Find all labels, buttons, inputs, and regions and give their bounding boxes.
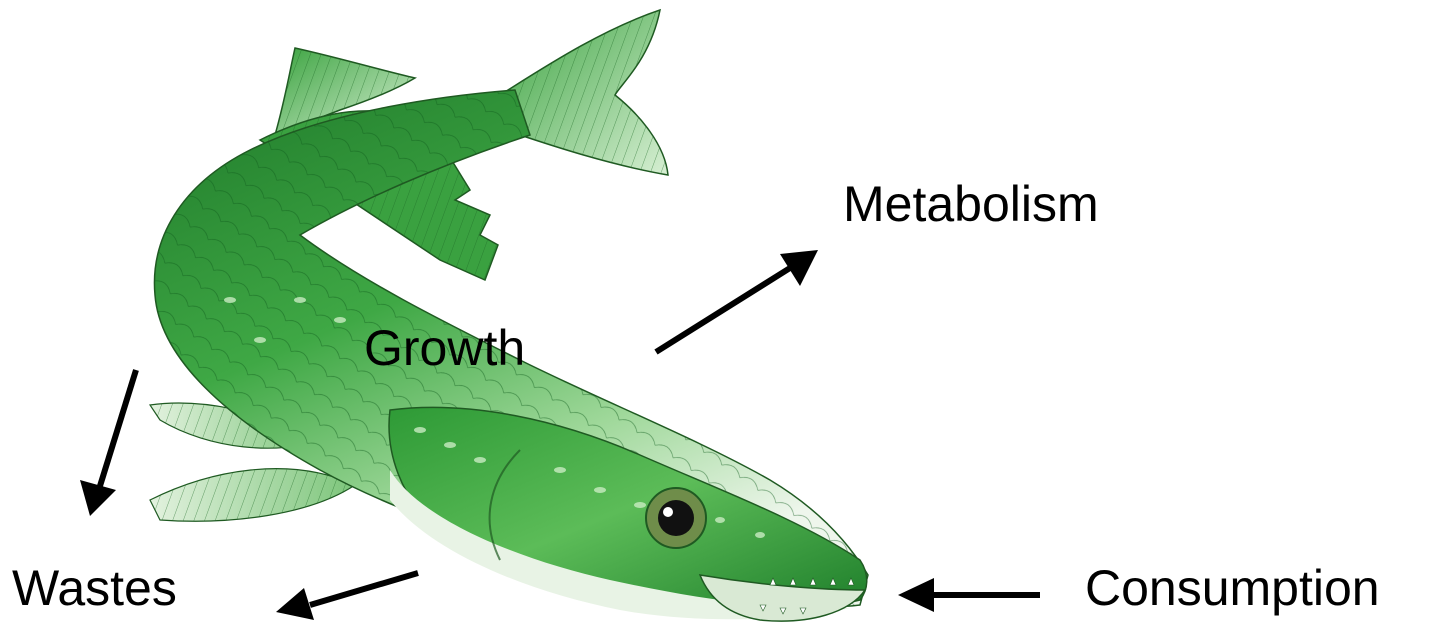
arrow-metabolism	[656, 250, 818, 352]
consumption-label: Consumption	[1085, 563, 1380, 613]
arrow-wastes-lower	[276, 573, 418, 620]
fish-eye	[646, 488, 706, 548]
wastes-label: Wastes	[12, 563, 177, 613]
arrow-consumption	[898, 578, 1040, 612]
metabolism-label: Metabolism	[843, 179, 1099, 229]
growth-label: Growth	[364, 323, 525, 373]
arrow-wastes-upper	[80, 370, 136, 516]
